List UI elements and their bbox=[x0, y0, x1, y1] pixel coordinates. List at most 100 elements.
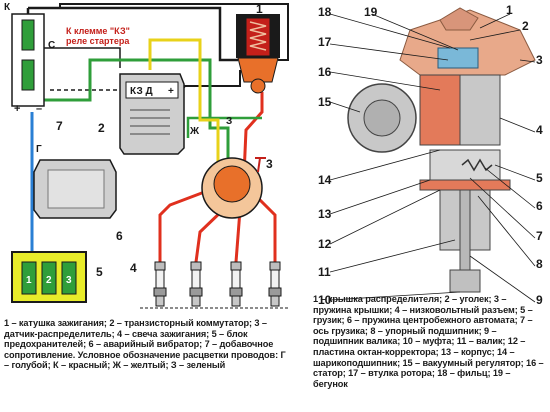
leader-19 bbox=[371, 13, 459, 51]
wire-label-z: З bbox=[226, 116, 232, 127]
spark-plug-4-insulator bbox=[270, 269, 280, 289]
part-number-1: 1 bbox=[256, 2, 263, 16]
leader-6 bbox=[484, 167, 536, 209]
wire-label-minus: – bbox=[36, 103, 42, 115]
spark-plug-2-thread bbox=[191, 295, 201, 307]
ignition-coil-winding bbox=[249, 21, 267, 51]
callout-10: 10 bbox=[318, 293, 332, 307]
callout-14: 14 bbox=[318, 173, 332, 187]
part-number-5: 5 bbox=[96, 265, 103, 279]
green-wire-2 bbox=[186, 116, 262, 138]
leader-3 bbox=[519, 59, 536, 63]
distributor-tick-mark bbox=[255, 157, 266, 173]
fuse-label-3: 3 bbox=[66, 275, 72, 286]
green-wire bbox=[44, 58, 230, 168]
spark-plug-3-body bbox=[229, 287, 243, 297]
leader-15 bbox=[329, 101, 361, 113]
callout-6: 6 bbox=[536, 199, 543, 213]
callout-7: 7 bbox=[536, 229, 543, 243]
leader-5 bbox=[494, 164, 536, 181]
resistor-element-bottom bbox=[21, 59, 35, 91]
resistor-element-top bbox=[21, 19, 35, 51]
vibrator-inner bbox=[47, 169, 105, 209]
fuse-2 bbox=[41, 261, 57, 295]
wire-label-plus: + bbox=[14, 103, 20, 115]
commutator-fins bbox=[130, 109, 170, 135]
wire-label-zh: Ж bbox=[189, 126, 200, 137]
callout-8: 8 bbox=[536, 257, 543, 271]
black-wire-top bbox=[59, 3, 289, 61]
leader-17 bbox=[329, 43, 449, 61]
callout-9: 9 bbox=[536, 293, 543, 307]
callout-19: 19 bbox=[364, 5, 378, 19]
wire-label-k: К bbox=[4, 2, 11, 13]
distributor-caption: 1 – крышка распределителя; 2 – уголек; 3… bbox=[313, 294, 544, 389]
fuse-label-1: 1 bbox=[26, 275, 32, 286]
part-number-4: 4 bbox=[130, 261, 137, 275]
commutator-plus: + bbox=[168, 86, 174, 97]
callout-17: 17 bbox=[318, 35, 332, 49]
spark-plug-1-insulator bbox=[155, 269, 165, 289]
spark-plug-1 bbox=[154, 261, 166, 271]
part-number-7: 7 bbox=[56, 119, 63, 133]
leader-4 bbox=[499, 117, 536, 133]
spark-plug-3-thread bbox=[231, 295, 241, 307]
leader-14 bbox=[329, 149, 441, 181]
vacuum-regulator-center bbox=[363, 99, 401, 137]
callout-16: 16 bbox=[318, 65, 332, 79]
starter-relay-note: К клемме "КЗ" bbox=[66, 26, 130, 36]
callout-15: 15 bbox=[318, 95, 332, 109]
red-wire-plug-3 bbox=[234, 209, 242, 263]
centrifugal-weights bbox=[429, 149, 501, 181]
red-wire-plug-2 bbox=[194, 206, 227, 263]
red-wire-coil-distributor bbox=[242, 92, 264, 176]
wiring-diagram: К клемме "КЗ" реле стартера КЗ Д + bbox=[4, 2, 290, 309]
leader-11 bbox=[329, 239, 456, 273]
leader-18 bbox=[329, 13, 451, 49]
spark-plug-2-body bbox=[189, 287, 203, 297]
spark-plug-2 bbox=[190, 261, 202, 271]
callout-4: 4 bbox=[536, 123, 543, 137]
yellow-wire bbox=[148, 38, 220, 165]
callout-11: 11 bbox=[318, 265, 331, 279]
distributor-section: 18 17 16 15 14 13 12 11 10 19 1 2 3 4 5 … bbox=[318, 3, 543, 307]
callout-5: 5 bbox=[536, 171, 543, 185]
callout-12: 12 bbox=[318, 237, 332, 251]
leader-2 bbox=[469, 29, 521, 41]
spark-plug-4 bbox=[269, 261, 281, 271]
leader-8 bbox=[477, 195, 536, 267]
spark-plug-2-insulator bbox=[191, 269, 201, 289]
housing-section bbox=[419, 74, 461, 146]
callout-18: 18 bbox=[318, 5, 332, 19]
wire-label-c: С bbox=[48, 40, 55, 51]
ignition-coil-terminal bbox=[250, 78, 266, 94]
ignition-coil-cap bbox=[237, 57, 279, 83]
fuse-1 bbox=[21, 261, 37, 295]
spark-plug-4-body bbox=[268, 287, 282, 297]
leader-9 bbox=[469, 255, 536, 303]
leader-12 bbox=[329, 189, 441, 245]
distributor-cap bbox=[399, 9, 536, 76]
red-wire-plug-1 bbox=[158, 186, 216, 262]
callout-lines bbox=[329, 13, 536, 303]
spark-plugs bbox=[140, 261, 290, 309]
leader-13 bbox=[329, 179, 431, 215]
starter-relay-note-line2: реле стартера bbox=[66, 36, 130, 46]
wiring-diagram-caption: 1 – катушка зажигания; 2 – транзисторный… bbox=[4, 318, 286, 371]
leader-7 bbox=[469, 177, 536, 239]
rotor bbox=[437, 47, 479, 69]
part-number-3: 3 bbox=[266, 157, 273, 171]
callout-13: 13 bbox=[318, 207, 332, 221]
part-number-6: 6 bbox=[116, 229, 123, 243]
fuse-3 bbox=[61, 261, 77, 295]
spark-plug-3-insulator bbox=[231, 269, 241, 289]
distributor-sensor-inner bbox=[213, 165, 251, 203]
callout-2: 2 bbox=[522, 19, 529, 33]
distributor-cap-tower bbox=[439, 7, 479, 31]
commutator-terminals: КЗ Д bbox=[130, 86, 153, 97]
part-number-2: 2 bbox=[98, 121, 105, 135]
leader-10 bbox=[329, 291, 461, 301]
spark-plug-1-body bbox=[153, 287, 167, 297]
red-wire-plug-4 bbox=[253, 193, 277, 262]
